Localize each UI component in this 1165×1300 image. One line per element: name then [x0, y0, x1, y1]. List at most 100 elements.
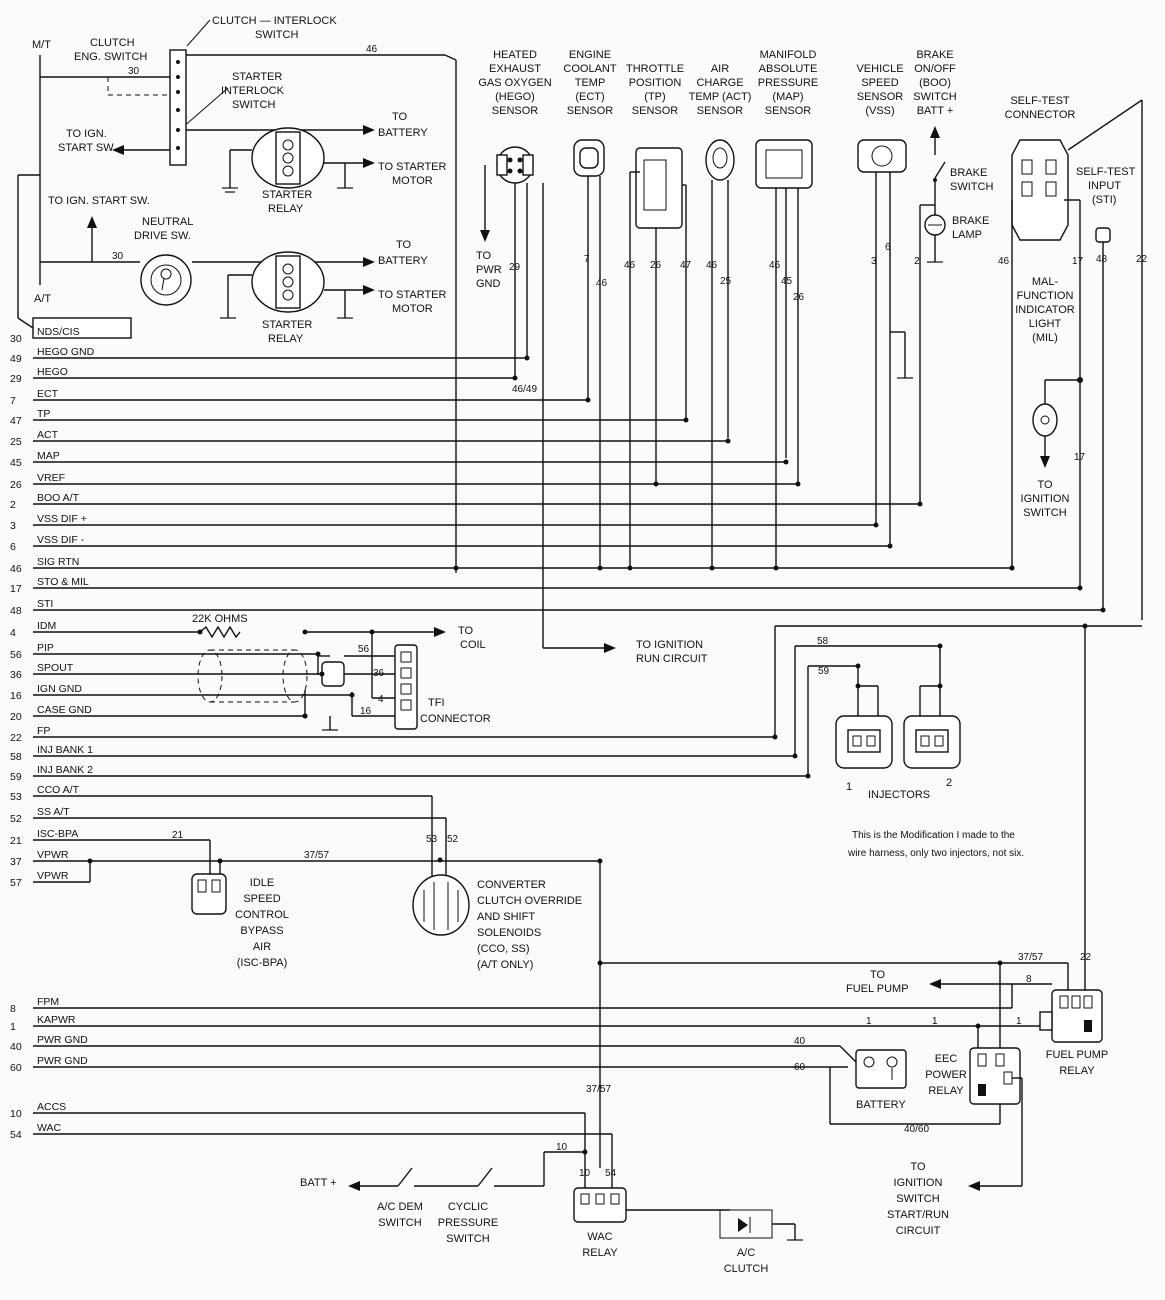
- map-pin-26: 26: [793, 292, 805, 303]
- to-coil-2: COIL: [460, 639, 486, 651]
- mil-junction: [1077, 377, 1083, 383]
- signal-name: PWR GND: [37, 1055, 88, 1067]
- boo-label-2: ON/OFF: [914, 63, 956, 75]
- signal-name: CASE GND: [37, 704, 92, 716]
- modification-note-2: wire harness, only two injectors, not si…: [847, 848, 1024, 859]
- sig-rtn-junction: [709, 565, 715, 571]
- starter-interlock-label-3: SWITCH: [232, 99, 275, 111]
- wac-relay: [573, 1187, 627, 1223]
- to-battery-2-b: BATTERY: [378, 255, 428, 267]
- signal-pin-number: 49: [10, 353, 22, 365]
- starter-relay-1-label-b: RELAY: [268, 203, 304, 215]
- signal-pin-number: 56: [10, 649, 22, 661]
- map-label-2: ABSOLUTE: [759, 63, 818, 75]
- signal-name: VREF: [37, 472, 65, 484]
- tfi-pin-slot-1: [400, 651, 412, 663]
- kap-pin-1b: 1: [932, 1016, 938, 1027]
- bus-junction-dot: [512, 375, 518, 381]
- tp-pin-46: 46: [624, 260, 636, 271]
- ac-dem-switch-2: SWITCH: [378, 1217, 421, 1229]
- fuel-pump-relay-2: RELAY: [1059, 1065, 1095, 1077]
- cco-label-6: (A/T ONLY): [477, 959, 533, 971]
- ac-dem-switch-contact: [397, 1167, 413, 1187]
- act-label-3: TEMP (ACT): [689, 91, 752, 103]
- brake-switch-contact: [934, 161, 946, 179]
- battery-terminal-pos: [886, 1056, 898, 1068]
- to-ignition-switch-3: SWITCH: [1023, 507, 1066, 519]
- signal-pin-number: 30: [10, 333, 22, 345]
- to-ign-startrun-arrow: [968, 1181, 980, 1191]
- vss-pin-3: 3: [871, 256, 877, 267]
- ac-clutch-1: A/C: [737, 1247, 755, 1259]
- act-sensor: [705, 139, 735, 181]
- starter-relay-2-core: [275, 255, 301, 309]
- to-ign-start-sw-2: TO IGN. START SW.: [48, 195, 150, 207]
- map-label-3: PRESSURE: [758, 77, 819, 89]
- signal-pin-number: 4: [10, 627, 16, 639]
- cco-label-1: CONVERTER: [477, 879, 546, 891]
- hego-pin-29: 29: [509, 262, 521, 273]
- hego-label-1: HEATED: [493, 49, 537, 61]
- starter-relay-2-label-a: STARTER: [262, 319, 312, 331]
- relay1-coil-a: [282, 139, 294, 151]
- signal-name: IDM: [37, 620, 56, 632]
- wac-relay-1: WAC: [587, 1231, 612, 1243]
- fp-pin-37-57: 37/57: [1018, 952, 1043, 963]
- signal-name: VSS DIF +: [37, 513, 87, 525]
- map-label-4: (MAP): [772, 91, 803, 103]
- mt-label: M/T: [32, 39, 51, 51]
- to-coil-1: TO: [458, 625, 474, 637]
- to-coil-arrow: [434, 627, 446, 637]
- signal-pin-number: 57: [10, 877, 22, 889]
- mil-label-1: MAL-: [1032, 276, 1059, 288]
- wac-relay-pin-2: [595, 1193, 605, 1205]
- tfi-pin-36: 36: [373, 668, 385, 679]
- nds-keyhole: [160, 268, 172, 280]
- modification-note-1: This is the Modification I made to the: [852, 830, 1015, 841]
- signal-pin-number: 37: [10, 856, 22, 868]
- starter-relay-2-label-b: RELAY: [268, 333, 304, 345]
- ect-pin-46: 46: [596, 278, 608, 289]
- cco-label-4: SOLENOIDS: [477, 927, 541, 939]
- to-ign-startrun-3: SWITCH: [896, 1193, 939, 1205]
- map-label-5: SENSOR: [765, 105, 812, 117]
- tp-pin-47: 47: [680, 260, 692, 271]
- map-pin-45: 45: [781, 276, 793, 287]
- cyclic-switch-1: CYCLIC: [448, 1201, 488, 1213]
- signal-name: VPWR: [37, 870, 69, 882]
- injectors-label: INJECTORS: [868, 789, 930, 801]
- fp-relay-pin-1: [1059, 995, 1069, 1009]
- signal-name: ACCS: [37, 1101, 66, 1113]
- nds-inner-ring: [150, 264, 182, 296]
- switch-pin-5: [176, 128, 180, 132]
- boo-label-1: BRAKE: [916, 49, 953, 61]
- signal-pin-number: 6: [10, 541, 16, 553]
- nds-cis-lead: [17, 317, 34, 329]
- hego-pin-b: [517, 157, 523, 163]
- injector-1-pin-b: [866, 735, 876, 747]
- to-ignition-switch-2: IGNITION: [1021, 493, 1070, 505]
- starter-relay-1-core: [275, 131, 301, 185]
- wac-relay-pin-3: [610, 1193, 620, 1205]
- bus-junction-dot: [585, 397, 591, 403]
- isc-label-1: IDLE: [250, 877, 274, 889]
- to-pwr-gnd-2: PWR: [476, 264, 502, 276]
- to-ign-start-1: TO IGN.: [66, 128, 107, 140]
- sig-rtn-junction: [453, 565, 459, 571]
- self-test-pin-4: [1045, 181, 1057, 197]
- signal-pin-number: 16: [10, 690, 22, 702]
- bus-junction-dot: [319, 671, 325, 677]
- signal-name: ISC-BPA: [37, 828, 78, 840]
- act-pin-25: 25: [720, 276, 732, 287]
- vss-pin-6: 6: [885, 242, 891, 253]
- isc-label-3: CONTROL: [235, 909, 289, 921]
- signal-pin-number: 45: [10, 457, 22, 469]
- signal-pin-number: 25: [10, 436, 22, 448]
- ect-sensor-inner: [579, 147, 599, 169]
- fp-relay-pin-4: [1084, 1020, 1092, 1032]
- ect-label-1: ENGINE: [569, 49, 611, 61]
- starter-relay-1-label-a: STARTER: [262, 189, 312, 201]
- to-starter-motor-1-b: MOTOR: [392, 175, 433, 187]
- inj-pin-58: 58: [817, 636, 829, 647]
- mil-pin-17: 17: [1074, 452, 1086, 463]
